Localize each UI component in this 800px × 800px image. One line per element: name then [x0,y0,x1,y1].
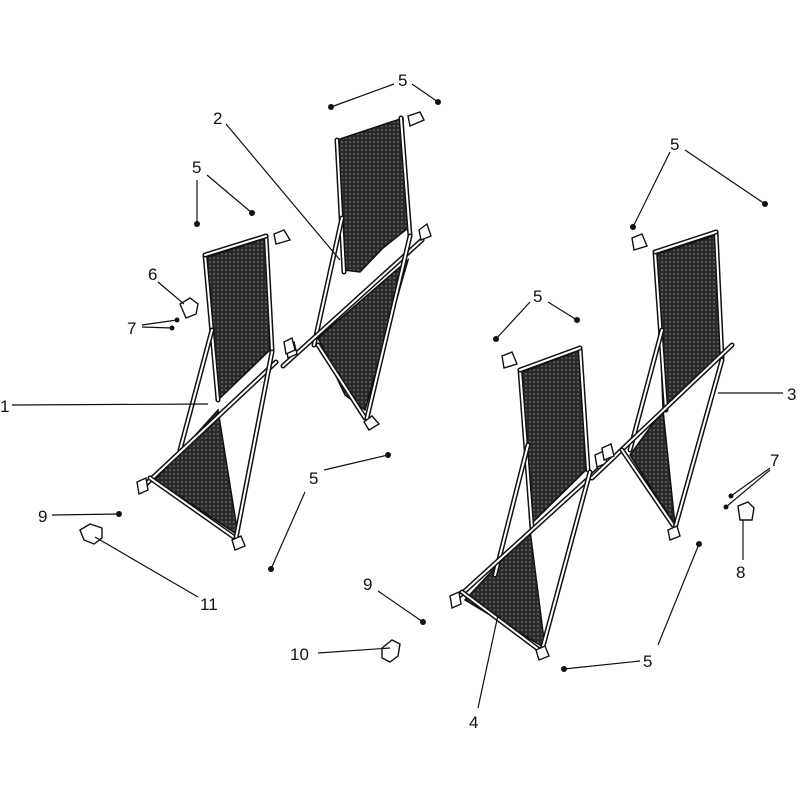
end-cap-icon [136,476,149,496]
callout-1: 1 [0,397,9,416]
frame-4 [449,345,608,661]
frame-2 [280,111,432,431]
end-cap-icon [231,535,246,551]
end-cap-icon [363,415,381,431]
callout-5-center: 5 [309,469,318,488]
callout-9-left: 9 [38,507,47,526]
end-cap-icon [601,443,615,461]
end-cap-icon [283,336,296,356]
end-cap-icon [418,222,432,241]
callout-7-left: 7 [127,319,136,338]
frame-3 [589,229,735,541]
callouts: 5 2 5 5 6 7 5 1 3 5 7 9 8 11 9 5 10 5 4 [0,71,796,732]
callout-5-bottom-right: 5 [643,652,652,671]
end-cap-icon [273,229,292,245]
callout-7-right: 7 [770,451,779,470]
end-cap-icon [667,525,681,541]
callout-4: 4 [469,713,478,732]
callout-5-left: 5 [192,158,201,177]
bracket-icon [79,523,103,545]
hardware [79,99,768,672]
end-cap-icon [535,645,550,661]
end-cap-icon [501,351,518,369]
callout-6: 6 [148,265,157,284]
bracket-icon [381,639,401,663]
callout-5-mid: 5 [533,287,542,306]
end-cap-icon [631,233,648,251]
clip-icon [737,501,755,521]
callout-9-center: 9 [363,575,372,594]
leader-lines [11,83,783,709]
callout-8: 8 [736,563,745,582]
end-cap-icon [449,590,462,610]
callout-2: 2 [213,109,222,128]
callout-5-right-top: 5 [670,135,679,154]
clip-icon [179,297,199,319]
frame-1 [136,229,296,551]
callout-10: 10 [290,645,309,664]
end-cap-icon [407,111,425,127]
callout-5-top: 5 [398,71,407,90]
callout-11: 11 [200,595,218,614]
callout-3: 3 [787,385,796,404]
